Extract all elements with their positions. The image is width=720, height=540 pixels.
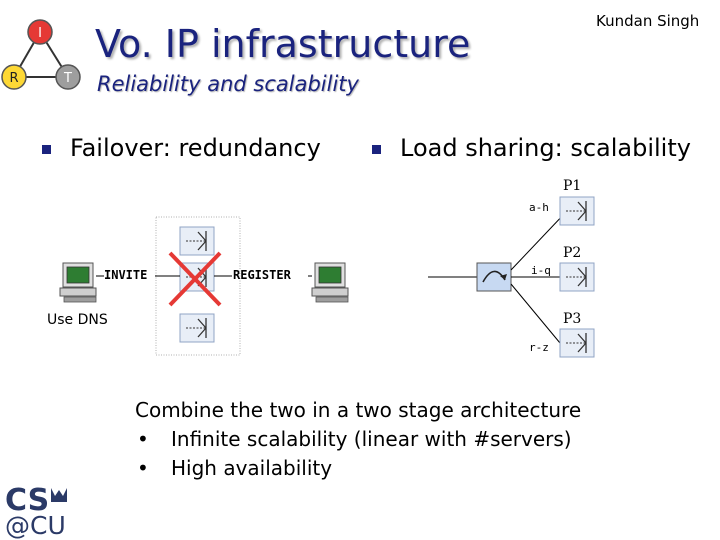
summary-item: • High availability [135, 454, 581, 483]
bullet-dot: • [137, 456, 149, 480]
server-icon [559, 262, 595, 292]
router-icon [476, 262, 512, 292]
summary-item: • Infinite scalability (linear with #serv… [135, 425, 581, 454]
logo-irt: I R T [0, 10, 90, 100]
server-cluster-box [155, 216, 241, 356]
summary-item-text: High availability [171, 456, 333, 480]
logo-cs-text: CS [5, 483, 49, 518]
server-p3-label: P3 [563, 311, 582, 327]
server-p1-label: P1 [563, 178, 582, 194]
logo-node-i: I [38, 26, 42, 41]
server-p2-label: P2 [563, 245, 582, 261]
invite-label: INVITE [104, 268, 148, 282]
range-a-h-label: a-h [529, 201, 549, 214]
summary-block: Combine the two in a two stage architect… [135, 396, 581, 483]
author-name: Kundan Singh [596, 12, 700, 30]
slide-title: Vo. IP infrastructure [95, 22, 471, 66]
register-label: REGISTER [233, 268, 291, 282]
client-computer-icon [311, 262, 349, 303]
crown-icon [51, 488, 67, 502]
bullet-marker [372, 145, 381, 154]
server-icon [179, 226, 215, 256]
range-r-z-label: r-z [529, 341, 549, 354]
slide-subtitle: Reliability and scalability [97, 72, 359, 96]
logo-cs-cu: CS @CU [5, 483, 67, 540]
summary-item-text: Infinite scalability (linear with #serve… [171, 427, 572, 451]
range-i-q-label: i-q [531, 264, 551, 277]
server-icon [559, 196, 595, 226]
use-dns-label: Use DNS [47, 312, 108, 328]
logo-cu-text: @CU [5, 511, 66, 540]
logo-node-t: T [63, 71, 72, 86]
summary-line: Combine the two in a two stage architect… [135, 398, 582, 422]
bullet-dot: • [137, 427, 149, 451]
logo-node-r: R [9, 71, 18, 86]
failover-heading: Failover: redundancy [70, 134, 321, 162]
bullet-marker [42, 145, 51, 154]
server-icon [559, 328, 595, 358]
client-computer-icon [59, 262, 97, 303]
failed-cross-icon [168, 251, 222, 307]
server-icon [179, 313, 215, 343]
loadsharing-heading: Load sharing: scalability [400, 134, 691, 162]
